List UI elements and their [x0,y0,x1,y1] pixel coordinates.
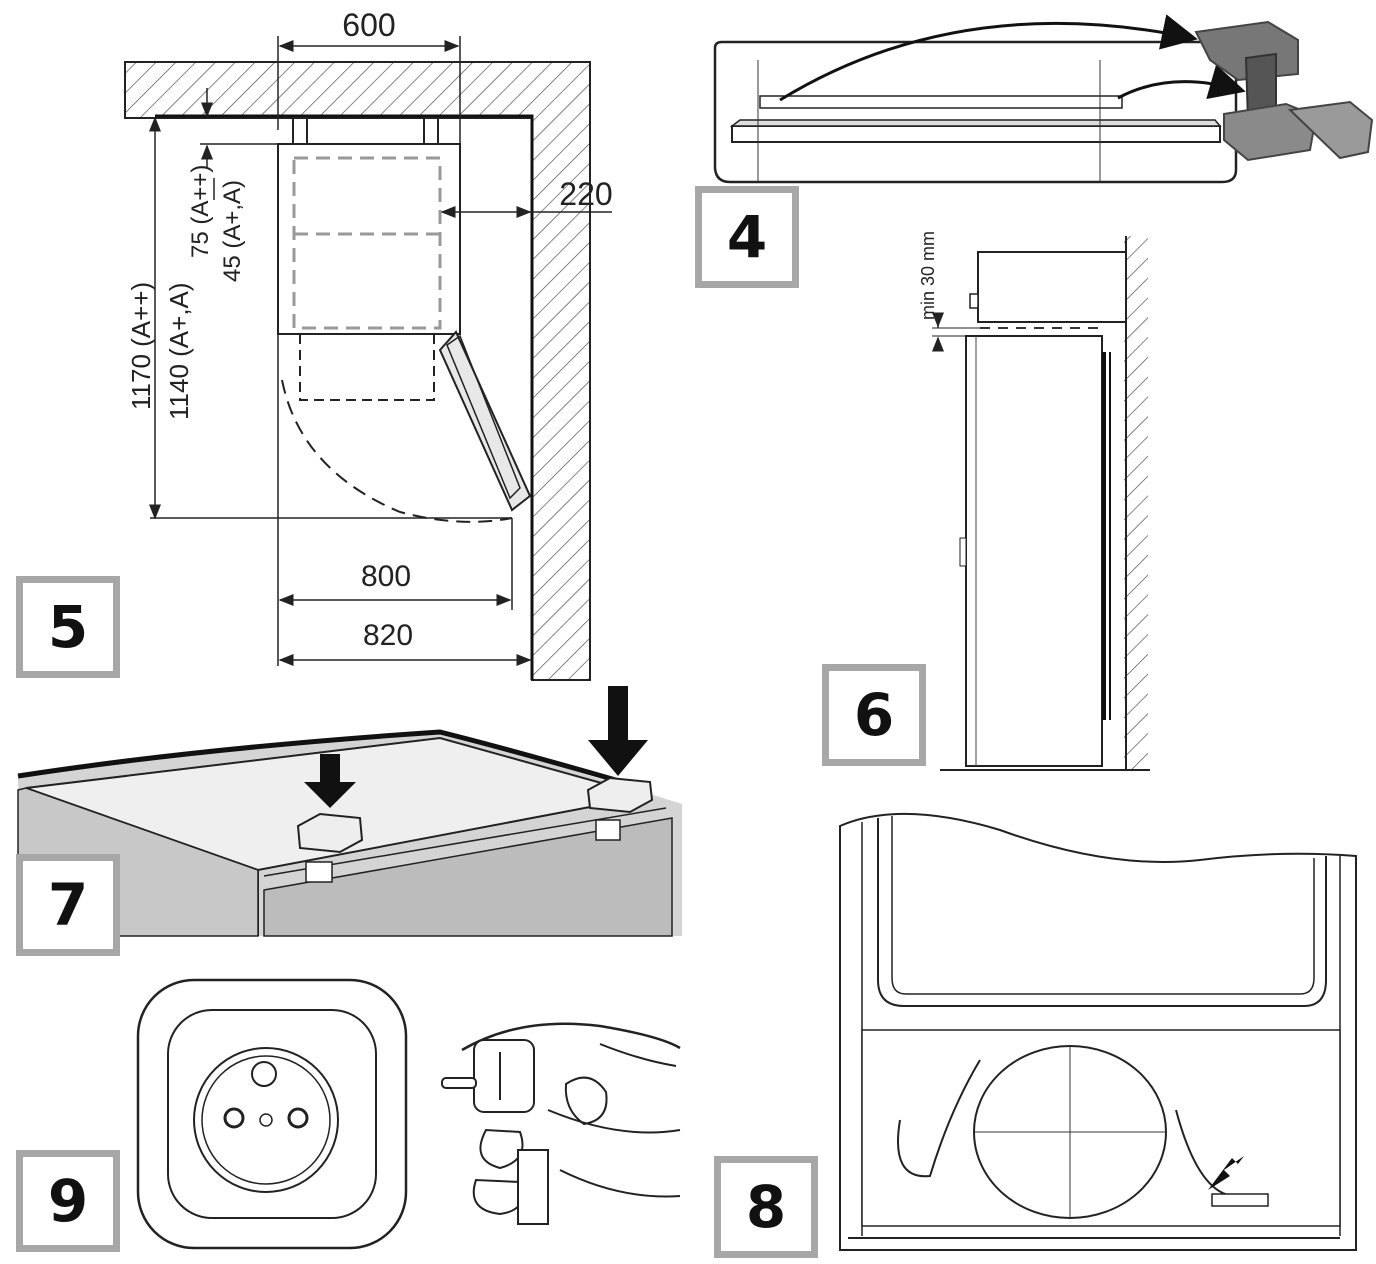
figure-number-8: 8 [714,1156,818,1258]
appliance-inner-dashed [292,156,442,330]
figure-number-6: 6 [822,664,926,766]
figure-4-spacer-fit [713,14,1374,184]
figure-number-4: 4 [695,186,799,288]
figure-number-7: 7 [16,854,120,956]
spacer-right [423,117,439,145]
dim-1170: 1170 (A++) [126,282,156,410]
clearance-label: min 30 mm [918,231,938,320]
dim-1140: 1140 (A+,A) [164,282,194,420]
door-open [438,330,532,512]
door-swing-arc [281,379,513,523]
dim-800: 800 [361,560,411,593]
dim-820: 820 [363,619,413,652]
spacer-left [292,117,308,145]
figure-5-top-view: 600 220 1170 (A++) 1140 (A+,A) 75 (A++) … [124,7,613,681]
figure-number-5: 5 [16,576,120,678]
figure-7-top-spacers [17,686,682,937]
figure-6-side-view: min 30 mm [918,231,1150,771]
upper-cabinet [977,251,1127,323]
dim-220: 220 [559,176,612,212]
figure-8-compressor [839,812,1357,1251]
wall-face [155,114,534,680]
dim-600: 600 [342,7,395,43]
dim-45: 45 (A+,A) [219,180,246,282]
dim-75: 75 (A++) [187,165,214,258]
door-closed-outline [299,334,435,401]
figure-9-socket-plug [136,978,681,1250]
fridge-side [965,335,1103,767]
figure-number-9: 9 [16,1150,120,1252]
appliance-body [277,143,461,335]
